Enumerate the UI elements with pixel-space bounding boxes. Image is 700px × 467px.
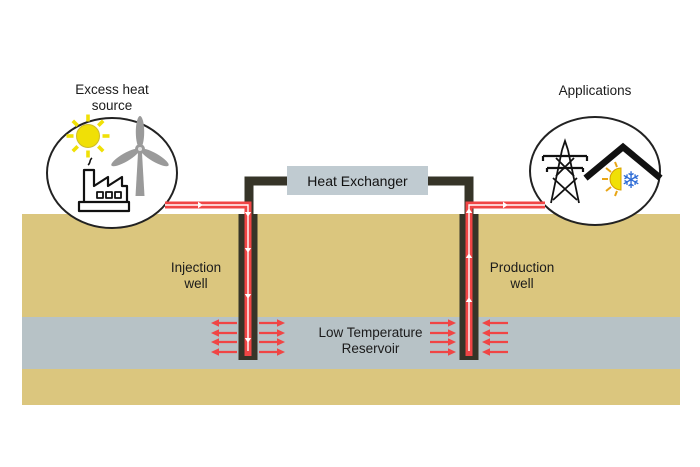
excess-heat-source-label-line1: Excess heat bbox=[75, 82, 149, 97]
applications-label: Applications bbox=[558, 83, 632, 98]
heat-exchanger-box: Heat Exchanger bbox=[287, 166, 428, 195]
production-flow-pipe bbox=[465, 201, 545, 356]
wind-turbine-icon bbox=[111, 116, 169, 196]
injection-well-label: Injection well bbox=[146, 260, 246, 292]
low-temperature-reservoir-layer bbox=[22, 317, 680, 369]
production-well-label-line1: Production bbox=[489, 260, 555, 275]
factory-icon bbox=[77, 157, 131, 213]
injection-well-label-line2: well bbox=[184, 276, 208, 291]
ground-layer bbox=[22, 214, 680, 405]
injection-surface-pipe bbox=[244, 176, 287, 216]
low-temperature-reservoir-label: Low Temperature Reservoir bbox=[288, 325, 453, 357]
heat-exchanger-label: Heat Exchanger bbox=[307, 172, 408, 189]
power-transmission-tower-icon bbox=[541, 138, 589, 204]
excess-heat-source-label: Excess heat source bbox=[30, 82, 194, 114]
production-well-label: Production well bbox=[472, 260, 572, 292]
sun-icon bbox=[66, 114, 110, 158]
injection-flow-pipe bbox=[165, 201, 252, 356]
production-surface-pipe bbox=[427, 176, 474, 216]
production-well-label-line2: well bbox=[510, 276, 534, 291]
excess-heat-source-label-line2: source bbox=[91, 98, 133, 113]
applications-circle: ❄ bbox=[529, 116, 663, 226]
snowflake-icon: ❄ bbox=[621, 168, 640, 194]
house-roof-icon bbox=[583, 142, 663, 181]
reservoir-label-line1: Low Temperature bbox=[318, 325, 423, 340]
injection-well-label-line1: Injection bbox=[170, 260, 222, 275]
reservoir-label-line2: Reservoir bbox=[341, 341, 400, 356]
excess-heat-source-circle bbox=[46, 114, 178, 229]
sun-snowflake-heating-cooling-icon: ❄ bbox=[602, 161, 641, 197]
